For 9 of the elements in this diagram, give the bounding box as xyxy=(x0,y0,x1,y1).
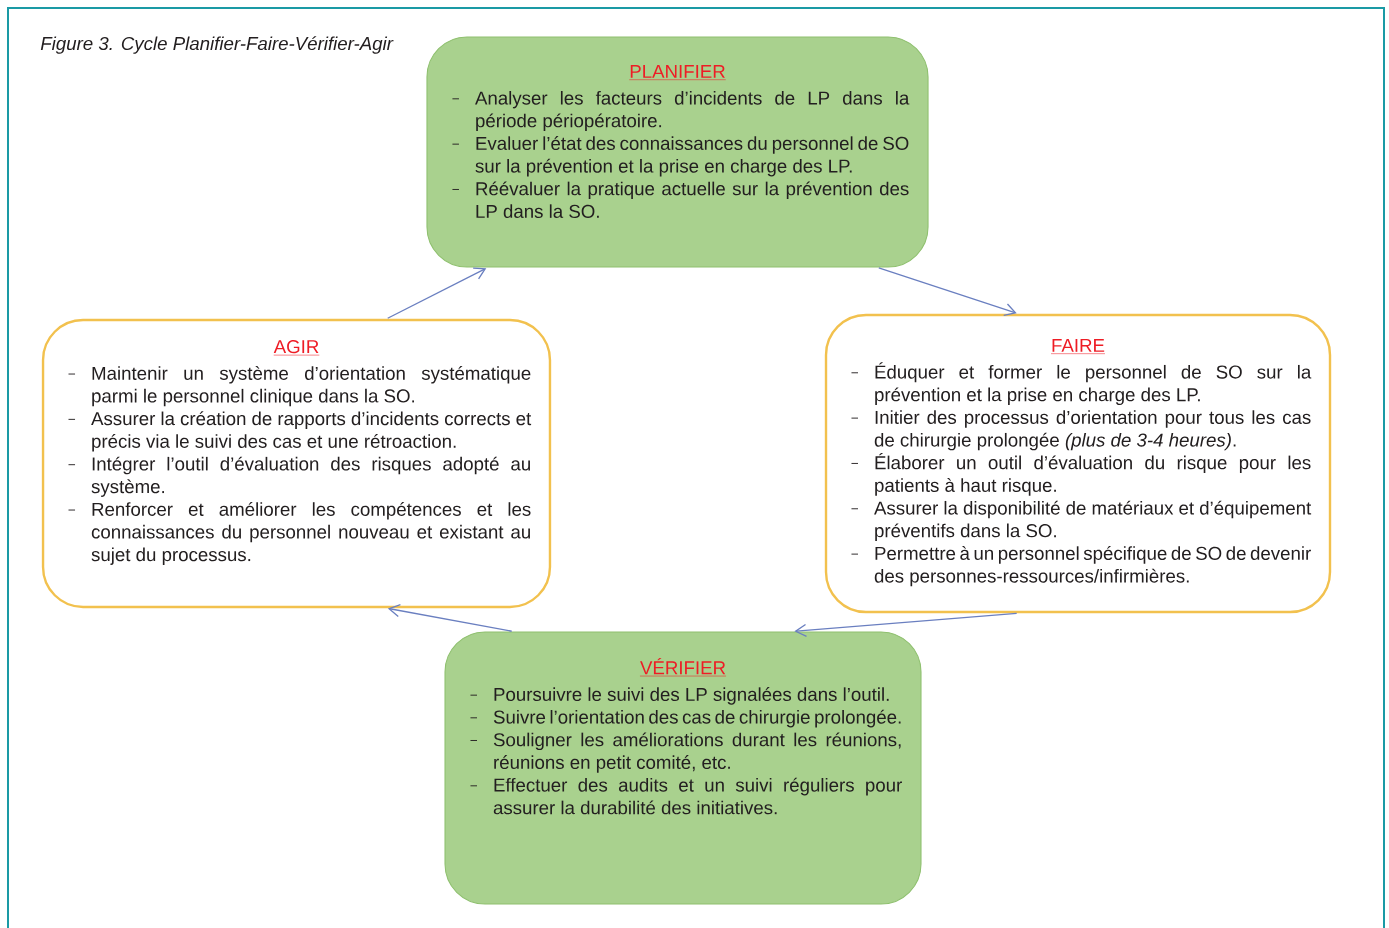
step-box: AGIR Maintenir un système d’orientation systématique parmi le personnel clinique dans la SO. Assurer la création de rapports d’incidents corrects et précis via le suivi des cas et une rétroaction. Intégrer l’outil d’évaluation des risques adopté au système. Renforcer et améliorer les compétences et les connaissances du personnel nouveau et existant au sujet du processus. xyxy=(41,318,552,609)
step-box: PLANIFIER Analyser les facteurs d’incidents de LP dans la période périopératoire. Evaluer l’état des connaissances du personnel de SO sur la prévention et la prise en charge des LP. Réévaluer la pratique actuelle sur la prévention des LP dans la SO. xyxy=(426,36,929,268)
figure-caption: Figure 3. Cycle Planifier-Faire-Vérifier-Agir xyxy=(40,36,394,54)
step-box: FAIRE Éduquer et former le personnel de SO sur la prévention et la prise en charge des LP. Initier des processus d’orientation pour tous les cas de chirurgie prolongée (plus de 3-4 heures). Élaborer un outil d’évaluation du risque pour les patients à haut risque. Assurer la disponibilité de matériaux et d’équipement préventifs dans la SO. Permettre à un personnel spécifique de SO de devenir des personnes-ressources/infirmières. xyxy=(824,313,1332,614)
arrow xyxy=(794,612,1018,638)
arrow xyxy=(878,267,1017,317)
arrow xyxy=(387,267,487,319)
step-box: VÉRIFIER Poursuivre le suivi des LP signalées dans l’outil. Suivre l’orientation des cas de chirurgie prolongée. Souligner les améliorations durant les réunions, réunions en petit comité, etc. Effectuer des audits et un suivi réguliers pour assurer la durabilité des initiatives. xyxy=(444,631,922,905)
arrow xyxy=(387,603,513,632)
